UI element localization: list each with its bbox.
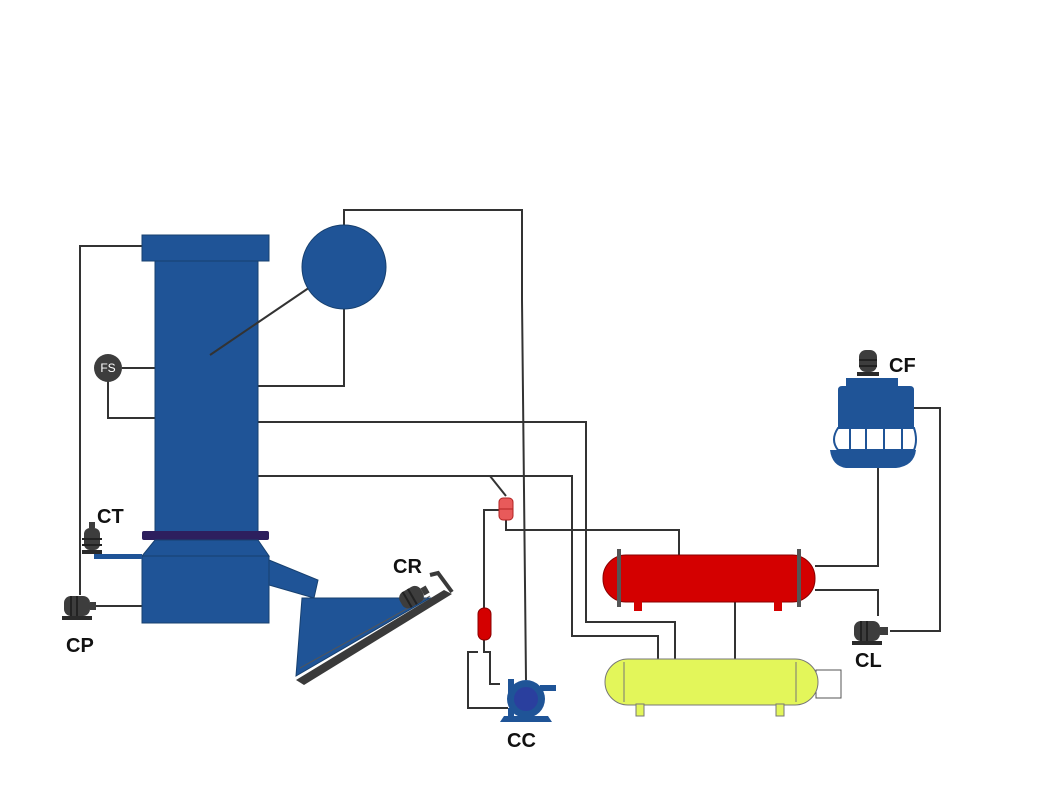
cl-label: CL — [855, 650, 882, 672]
pipe-column-to-cold-tank-a — [258, 421, 676, 660]
cr-label: CR — [393, 556, 422, 578]
pipe-hot-to-cl — [815, 589, 879, 616]
conveyor-rail — [296, 590, 452, 685]
inline-filter — [477, 607, 492, 641]
ct-label: CT — [97, 506, 124, 528]
fs-sensor: FS — [94, 354, 122, 382]
cold-tank-leg-left — [635, 703, 645, 717]
hot-tank-leg-right — [774, 601, 782, 611]
motor-icon — [82, 522, 102, 554]
motor-icon — [852, 621, 888, 645]
column-chute — [268, 559, 319, 599]
conveyor-body — [295, 597, 432, 677]
column-base — [141, 555, 270, 624]
hot-tank-body — [602, 554, 816, 603]
tower-fan-deck — [846, 378, 898, 388]
pipe-drum-to-column — [258, 308, 345, 387]
pipe-column-to-cold-tank-b — [258, 475, 659, 660]
cold-tank — [604, 658, 842, 717]
motor-icon — [857, 350, 879, 376]
cold-tank-body — [604, 658, 819, 706]
pipe-hot-to-cf — [815, 466, 879, 567]
cc-label: CC — [507, 730, 536, 752]
hot-tank — [602, 549, 816, 611]
column-body — [154, 260, 259, 534]
ct-motor — [82, 522, 102, 554]
tower-basin — [830, 450, 916, 468]
cf-motor — [857, 350, 879, 376]
circulation-pump — [500, 679, 556, 722]
cp-label: CP — [66, 635, 94, 657]
inclined-conveyor — [295, 570, 454, 685]
cp-motor — [62, 596, 96, 620]
motor-icon — [399, 585, 430, 609]
hot-tank-flange-left — [617, 549, 621, 607]
motor-icon — [62, 596, 96, 620]
pipe-valve-to-hot-tank — [505, 520, 680, 556]
pipe-column-top-to-cp — [79, 245, 142, 595]
cold-tank-endcap — [815, 669, 842, 699]
pipe-network — [79, 209, 941, 709]
valve-icon — [477, 607, 492, 641]
pipe-valve-branch — [489, 475, 507, 497]
sensor-icon — [94, 354, 122, 382]
control-valve — [498, 497, 514, 521]
column-hopper — [140, 539, 270, 557]
cooling-tower — [830, 378, 917, 468]
separator-drum — [301, 224, 387, 310]
cl-motor — [852, 621, 888, 645]
feed-rail — [94, 554, 142, 559]
cold-tank-leg-right — [775, 703, 785, 717]
pipe-cf-to-cl — [890, 407, 941, 632]
pipe-filter-bypass — [467, 651, 508, 709]
pipe-drum-to-pump — [343, 209, 527, 681]
pipe-valve-to-filter — [483, 509, 500, 608]
column-cap — [141, 234, 270, 262]
hot-tank-flange-right — [797, 549, 801, 607]
hot-tank-leg-left — [634, 601, 642, 611]
cf-label: CF — [889, 355, 916, 377]
pump-icon — [500, 679, 556, 722]
cr-motor — [399, 585, 430, 609]
pipe-filter-to-pump — [483, 640, 500, 685]
fs-label: FS — [100, 361, 115, 375]
tower-fill-section — [833, 427, 917, 451]
tower-body — [838, 386, 914, 430]
pipe-fs-return — [107, 380, 155, 419]
column-band — [142, 531, 269, 540]
reactor-column — [140, 234, 345, 624]
conveyor-end-guard — [429, 570, 454, 594]
